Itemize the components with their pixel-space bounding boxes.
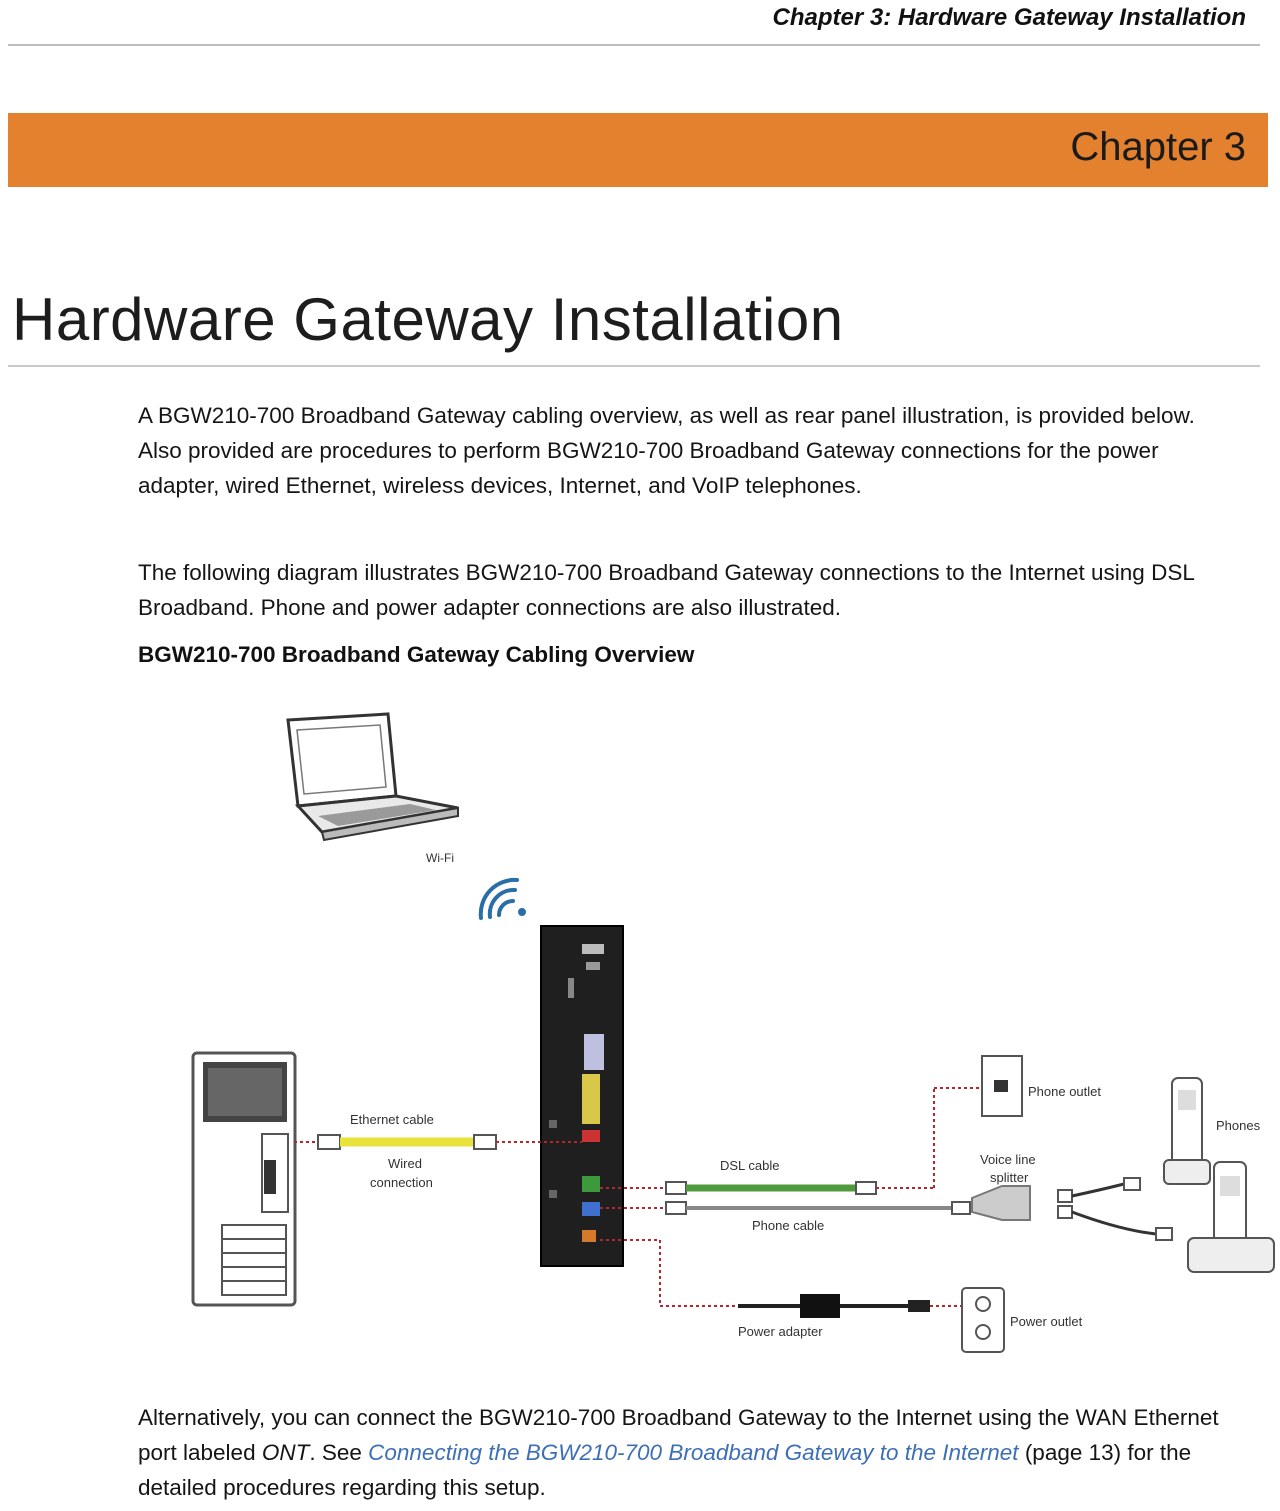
figure-title: BGW210-700 Broadband Gateway Cabling Ove… bbox=[138, 642, 695, 667]
ethernet-cable-label: Ethernet cable bbox=[350, 1112, 434, 1127]
phone-handset-2-icon bbox=[1187, 1161, 1275, 1273]
gateway-device bbox=[540, 925, 624, 1267]
cross-reference-link[interactable]: Connecting the BGW210-700 Broadband Gate… bbox=[368, 1440, 1019, 1465]
closing-text-2: . See bbox=[309, 1440, 369, 1465]
closing-paragraph: Alternatively, you can connect the BGW21… bbox=[138, 1400, 1248, 1505]
closing-text-1: Alternatively, you can connect the BGW21… bbox=[138, 1405, 1219, 1465]
chapter-banner: Chapter 3 bbox=[8, 113, 1268, 187]
wifi-label: Wi-Fi bbox=[426, 851, 454, 865]
title-rule bbox=[8, 365, 1260, 367]
closing-text-3: (page 13) for the detailed procedures re… bbox=[138, 1440, 1192, 1500]
voice-line-splitter-icon bbox=[971, 1177, 1173, 1241]
power-adapter-label: Power adapter bbox=[738, 1324, 823, 1339]
phone-handset-1-icon bbox=[1163, 1077, 1211, 1185]
phone-outlet-icon bbox=[981, 1055, 1023, 1117]
phone-outlet-label: Phone outlet bbox=[1028, 1084, 1101, 1099]
running-header: Chapter 3: Hardware Gateway Installation bbox=[772, 4, 1246, 31]
intro-paragraph-1: A BGW210-700 Broadband Gateway cabling o… bbox=[138, 403, 1195, 498]
phone-cable bbox=[600, 1201, 971, 1215]
power-outlet-label: Power outlet bbox=[1010, 1314, 1083, 1329]
desktop-computer-icon bbox=[191, 1051, 297, 1307]
cabling-diagram: Wi-Fi bbox=[191, 712, 1275, 1353]
ont-label: ONT bbox=[261, 1440, 310, 1465]
phone-cable-label: Phone cable bbox=[752, 1218, 824, 1233]
header-rule bbox=[8, 44, 1260, 46]
dsl-cable-label: DSL cable bbox=[720, 1158, 780, 1173]
page-title: Hardware Gateway Installation bbox=[12, 286, 844, 353]
splitter-label-line2: splitter bbox=[990, 1170, 1029, 1185]
ethernet-cable bbox=[294, 1134, 582, 1150]
splitter-label-line1: Voice line bbox=[980, 1152, 1036, 1167]
dsl-cable bbox=[600, 1087, 982, 1195]
wired-connection-label-line2: connection bbox=[370, 1175, 433, 1190]
intro-paragraph-2: The following diagram illustrates BGW210… bbox=[138, 560, 1195, 620]
chapter-label: Chapter 3 bbox=[1070, 125, 1246, 169]
wifi-signal-icon bbox=[478, 877, 526, 920]
wired-connection-label-line1: Wired bbox=[388, 1156, 422, 1171]
phones-label: Phones bbox=[1216, 1118, 1261, 1133]
power-outlet-icon bbox=[961, 1287, 1005, 1353]
laptop-icon bbox=[286, 712, 459, 842]
power-adapter bbox=[600, 1239, 962, 1318]
